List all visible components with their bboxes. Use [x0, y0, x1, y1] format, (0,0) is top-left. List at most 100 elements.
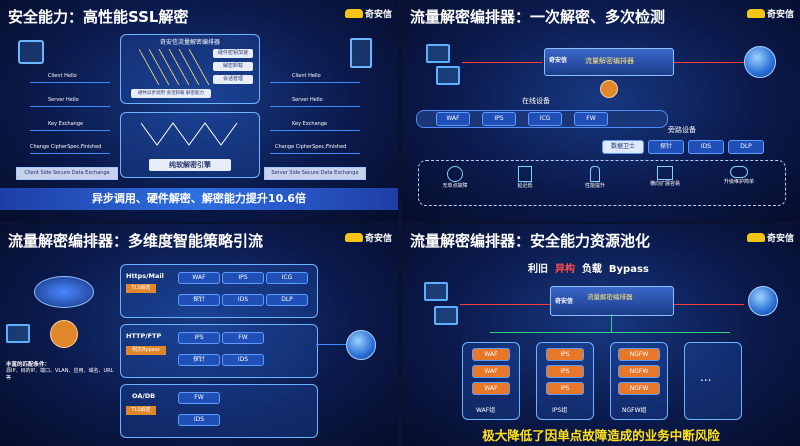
row1-bottom-1: 探针: [178, 294, 220, 306]
qianxin-logo: 奇安信: [746, 7, 794, 20]
logo-text: 奇安信: [364, 10, 392, 20]
row2-bottom-2: IDS: [222, 354, 264, 366]
client-pc-icon: [424, 282, 448, 301]
ips-item-2: IPS: [546, 365, 584, 378]
decryptor-device: 奇安信 流量解密编排器: [550, 286, 674, 316]
client-side-label: Client Side Secure Data Exchange: [16, 167, 118, 180]
left-arrow-line-3: [30, 130, 110, 131]
inline-label: 在线设备: [522, 97, 550, 105]
feature-label-4: 横向扩展容易: [649, 181, 680, 187]
logo-mark-icon: [746, 233, 765, 242]
left-arrow-line-2: [30, 106, 110, 107]
row1-bottom-2: IDS: [222, 294, 264, 306]
logo-text: 奇安信: [766, 10, 794, 20]
ingress-link: [460, 304, 550, 305]
conditions-title: 丰富的匹配条件：: [6, 362, 51, 368]
hourglass-icon: [518, 166, 532, 182]
row1-proto: Https/Mail: [126, 272, 164, 280]
device-title: 流量解密编排器: [587, 293, 633, 301]
waf-item-1: WAF: [472, 348, 510, 361]
decryptor-title: 奇安信流量解密编排器: [159, 39, 220, 46]
engine-label: 纯软解密引擎: [149, 159, 231, 171]
client-user-icon: [18, 40, 44, 64]
right-arrow-line-3: [270, 130, 360, 131]
feature-label-3: 性能提升: [584, 183, 605, 189]
inline-device-fw: FW: [574, 112, 608, 126]
inline-device-icg: ICG: [528, 112, 562, 126]
inline-device-waf: WAF: [436, 112, 470, 126]
left-arrow-label-1: Client Hello: [48, 73, 77, 79]
internet-globe-icon: [748, 286, 778, 316]
feature-4: 横向扩展容易: [634, 166, 696, 187]
scale-out-icon: [657, 166, 673, 180]
slide-title: 流量解密编排器：一次解密、多次检测: [410, 8, 666, 26]
feature-label-2: 延迟低: [517, 183, 533, 189]
feature-label-1: 无单点故障: [442, 183, 468, 189]
waf-item-2: WAF: [472, 365, 510, 378]
waf-group-name: WAF组: [476, 407, 496, 414]
inline-device-ips: IPS: [482, 112, 516, 126]
mode-list: 利旧 异构 负载 Bypass: [528, 260, 649, 275]
client-pc-icon-2: [436, 66, 460, 85]
mode-1: 利旧: [528, 264, 548, 275]
row2-proto: HTTP/FTP: [126, 332, 162, 340]
policy-funnel: [34, 276, 94, 308]
internet-globe-icon: [346, 330, 376, 360]
engine-zigzag: [141, 122, 238, 146]
ngfw-item-1: NGFW: [618, 348, 660, 361]
waf-item-3: WAF: [472, 382, 510, 395]
row3-top-1: FW: [178, 392, 220, 404]
right-arrow-line-2: [270, 106, 360, 107]
left-arrow-line-4: [30, 153, 110, 154]
ingress-link: [462, 62, 542, 63]
feature-label-5: 升级维护简单: [723, 179, 754, 185]
ngfw-group-name: NGFW组: [622, 407, 647, 414]
trunk-link: [611, 314, 612, 332]
mode-4: Bypass: [608, 264, 649, 275]
risk-banner: 极大降低了因单点故障造成的业务中断风险: [482, 428, 720, 443]
bypass-device-1: 数据卫士: [602, 140, 644, 154]
egress-link: [674, 62, 744, 63]
more-ellipsis: ...: [700, 370, 712, 384]
cloud-upgrade-icon: [730, 166, 748, 178]
row1-top-1: WAF: [178, 272, 220, 284]
qianxin-logo: 奇安信: [344, 7, 392, 20]
decryptor-device: 奇安信 流量解密编排器: [544, 48, 674, 76]
left-arrow-label-2: Server Hello: [48, 97, 79, 103]
row2-bottom-1: 探针: [178, 354, 220, 366]
hw-note: 硬件异步调用 会话卸载 解密能力: [131, 89, 211, 98]
client-pc-icon: [6, 324, 30, 343]
waf-group: [462, 342, 520, 420]
gear-icon: [600, 80, 618, 98]
right-arrow-label-3: Key Exchange: [292, 121, 328, 127]
conditions-text: 源IP、目的IP、端口、VLAN、应用、域名、URL等: [6, 368, 114, 381]
ips-item-3: IPS: [546, 382, 584, 395]
performance-banner: 异步调用、硬件解密、解密能力提升10.6倍: [0, 188, 398, 210]
left-arrow-label-3: Key Exchange: [48, 121, 84, 127]
left-arrow-line-1: [30, 82, 110, 83]
qianxin-logo: 奇安信: [344, 231, 392, 244]
right-arrow-label-4: Change CipherSpec,Finished: [275, 144, 347, 150]
egress-link: [674, 304, 744, 305]
feature-1: 无单点故障: [424, 166, 486, 189]
row1-top-2: IPS: [222, 272, 264, 284]
left-arrow-label-4: Change CipherSpec,Finished: [30, 144, 102, 150]
key-exchange-lines: [139, 49, 210, 85]
feature-5: 升级维护简单: [704, 166, 774, 185]
logo-mark-icon: [344, 9, 363, 18]
qianxin-logo: 奇安信: [746, 231, 794, 244]
bypass-device-2: 探针: [648, 140, 684, 154]
row2-top-1: IPS: [178, 332, 220, 344]
slide-decrypt-once: 流量解密编排器：一次解密、多次检测 奇安信 奇安信 流量解密编排器 在线设备 W…: [402, 0, 800, 222]
row3-badge: TLS解密: [126, 406, 156, 415]
ips-item-1: IPS: [546, 348, 584, 361]
more-group: [684, 342, 742, 420]
logo-text: 奇安信: [364, 234, 392, 244]
hw-label-1: 硬件密钥加速: [213, 49, 253, 58]
ngfw-item-2: NGFW: [618, 365, 660, 378]
right-arrow-line-4: [270, 153, 360, 154]
internet-globe-icon: [744, 46, 776, 78]
feature-2: 延迟低: [494, 166, 556, 189]
gear-icon: [50, 320, 78, 348]
conditions-block: 丰富的匹配条件： 源IP、目的IP、端口、VLAN、应用、域名、URL等: [6, 360, 116, 382]
